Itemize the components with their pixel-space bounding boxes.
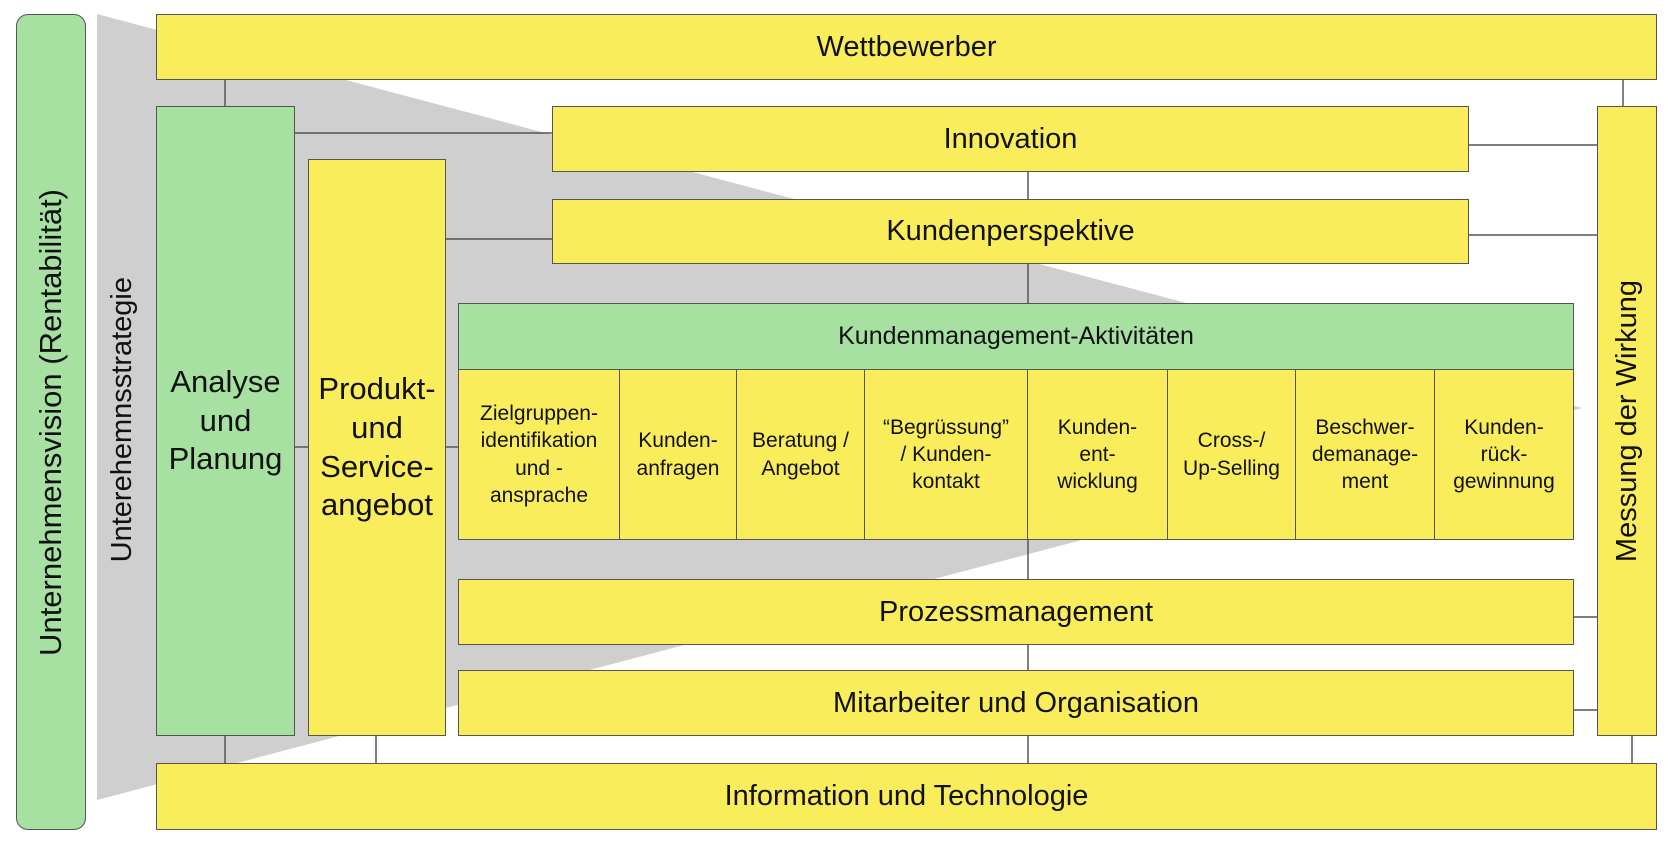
product-service-box: Produkt- und Service- angebot <box>308 159 446 736</box>
activity-cell: Beschwer- demanage- ment <box>1295 369 1435 540</box>
company-vision-box: Unternehmensvision (Rentabilität) <box>16 14 86 830</box>
employees-organisation-bar: Mitarbeiter und Organisation <box>458 670 1574 736</box>
process-management-bar: Prozessmanagement <box>458 579 1574 645</box>
company-strategy-label: Unterehemnsstrategie <box>105 277 138 563</box>
customer-perspective-bar: Kundenperspektive <box>552 199 1469 264</box>
customer-perspective-label: Kundenperspektive <box>886 215 1135 247</box>
process-management-label: Prozessmanagement <box>878 595 1154 628</box>
company-strategy-label-wrap: Unterehemnsstrategie <box>97 160 147 680</box>
activity-label: Beschwer- demanage- ment <box>1311 415 1419 494</box>
analysis-planning-label: Analyse und Planung <box>168 363 283 477</box>
impact-measurement-box: Messung der Wirkung <box>1597 106 1657 736</box>
activity-cell: Zielgruppen- identifikation und - anspra… <box>458 369 620 540</box>
company-vision-label: Unternehmensvision (Rentabilität) <box>33 188 68 656</box>
activity-label: Zielgruppen- identifikation und - anspra… <box>480 401 598 507</box>
product-service-label: Produkt- und Service- angebot <box>318 371 436 523</box>
innovation-bar: Innovation <box>552 106 1469 172</box>
competitors-bar: Wettbewerber <box>156 14 1657 80</box>
activity-cell: Kunden- anfragen <box>619 369 737 540</box>
activity-label: Beratung / Angebot <box>752 429 849 480</box>
activity-label: Kunden- anfragen <box>636 429 720 480</box>
information-technology-label: Information und Technologie <box>724 780 1089 812</box>
activities-header: Kundenmanagement-Aktivitäten <box>458 303 1574 370</box>
activity-label: Kunden- ent- wicklung <box>1057 415 1138 494</box>
competitors-label: Wettbewerber <box>816 30 997 63</box>
activity-label: “Begrüssung” / Kunden- kontakt <box>882 415 1010 494</box>
impact-measurement-label: Messung der Wirkung <box>1610 279 1643 563</box>
activity-cell: Kunden- rück- gewinnung <box>1434 369 1574 540</box>
activity-cell: Cross-/ Up-Selling <box>1167 369 1296 540</box>
information-technology-bar: Information und Technologie <box>156 763 1657 830</box>
analysis-planning-box: Analyse und Planung <box>156 106 295 736</box>
activity-label: Cross-/ Up-Selling <box>1183 429 1280 480</box>
activity-cell: “Begrüssung” / Kunden- kontakt <box>864 369 1028 540</box>
activity-label: Kunden- rück- gewinnung <box>1453 415 1555 494</box>
innovation-label: Innovation <box>943 122 1078 155</box>
employees-organisation-label: Mitarbeiter und Organisation <box>833 686 1199 719</box>
activity-cell: Kunden- ent- wicklung <box>1027 369 1168 540</box>
activities-title: Kundenmanagement-Aktivitäten <box>838 322 1194 350</box>
activity-cell: Beratung / Angebot <box>736 369 865 540</box>
